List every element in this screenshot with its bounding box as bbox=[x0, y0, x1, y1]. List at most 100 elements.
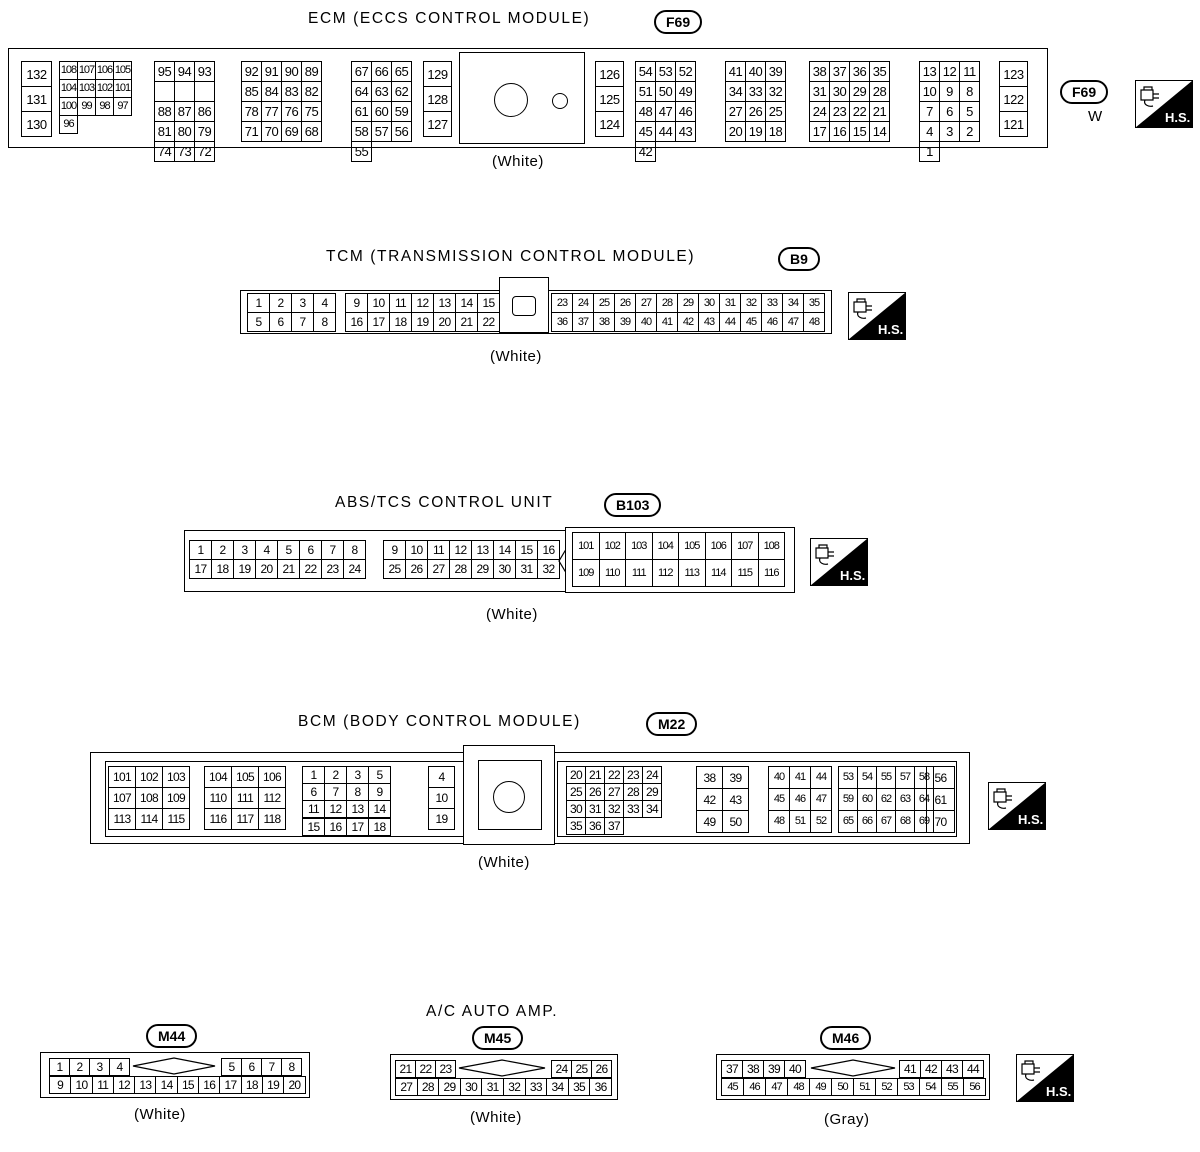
terminal-cavity: 31 bbox=[810, 82, 830, 102]
terminal-cavity: 20 bbox=[284, 1077, 306, 1094]
terminal-cavity: 22 bbox=[478, 313, 500, 332]
terminal-cavity: 41 bbox=[790, 767, 811, 789]
terminal-cavity: 99 bbox=[78, 98, 96, 116]
hs-icon-abs: H.S. bbox=[810, 538, 868, 586]
terminal-cavity: 36 bbox=[590, 1079, 612, 1096]
terminal-cavity: 58 bbox=[915, 767, 934, 789]
terminal-cavity: 37 bbox=[722, 1061, 743, 1078]
m44-key-diamond bbox=[132, 1057, 216, 1075]
bcm-center-lock bbox=[463, 745, 555, 845]
terminal-cavity: 109 bbox=[573, 560, 600, 587]
terminal-cavity: 7 bbox=[920, 102, 940, 122]
terminal-cavity: 82 bbox=[302, 82, 322, 102]
terminal-cavity: 32 bbox=[766, 82, 786, 102]
empty-cavity bbox=[195, 82, 215, 102]
terminal-cavity: 43 bbox=[942, 1061, 963, 1078]
terminal-cavity: 76 bbox=[282, 102, 302, 122]
terminal-cavity: 15 bbox=[478, 294, 500, 313]
terminal-cavity: 3 bbox=[347, 767, 369, 784]
terminal-cavity: 38 bbox=[810, 62, 830, 82]
terminal-cavity: 46 bbox=[790, 789, 811, 811]
terminal-cavity: 16 bbox=[199, 1077, 221, 1094]
terminal-cavity: 25 bbox=[567, 784, 586, 801]
terminal-cavity: 20 bbox=[726, 122, 746, 142]
terminal-cavity: 25 bbox=[766, 102, 786, 122]
terminal-cavity: 40 bbox=[636, 313, 657, 332]
terminal-cavity: 115 bbox=[163, 809, 190, 830]
terminal-cavity: 26 bbox=[586, 784, 605, 801]
ecm-center-hole-large bbox=[494, 83, 528, 117]
terminal-cavity: 21 bbox=[456, 313, 478, 332]
terminal-cavity: 61 bbox=[352, 102, 372, 122]
terminal-cavity: 27 bbox=[726, 102, 746, 122]
harness-side-symbol: H.S. bbox=[988, 782, 1046, 830]
hs-icon-ac: H.S. bbox=[1016, 1054, 1074, 1102]
ecm-connector-code: F69 bbox=[654, 10, 703, 34]
terminal-cavity: 22 bbox=[300, 560, 322, 579]
bcm-title: BCM (BODY CONTROL MODULE) bbox=[298, 713, 581, 730]
terminal-cavity: 4 bbox=[920, 122, 940, 142]
terminal-cavity: 26 bbox=[406, 560, 428, 579]
terminal-cavity: 38 bbox=[697, 767, 723, 789]
terminal-cavity: 19 bbox=[262, 1077, 285, 1094]
terminal-cavity: 73 bbox=[175, 142, 195, 162]
terminal-cavity: 128 bbox=[424, 87, 452, 112]
terminal-cavity: 9 bbox=[384, 541, 406, 560]
terminal-cavity: 4 bbox=[256, 541, 278, 560]
terminal-cavity: 125 bbox=[596, 87, 624, 112]
ecm-side-code: F69 bbox=[1060, 80, 1109, 104]
terminal-cavity: 32 bbox=[605, 801, 624, 818]
terminal-cavity: 105 bbox=[232, 767, 259, 788]
terminal-cavity: 50 bbox=[656, 82, 676, 102]
terminal-cavity: 51 bbox=[636, 82, 656, 102]
terminal-cavity: 36 bbox=[850, 62, 870, 82]
terminal-cavity: 22 bbox=[605, 767, 624, 784]
terminal-cavity: 27 bbox=[396, 1079, 418, 1096]
terminal-cavity: 7 bbox=[262, 1059, 282, 1076]
terminal-cavity: 3 bbox=[234, 541, 256, 560]
terminal-cavity: 11 bbox=[92, 1077, 114, 1094]
terminal-cavity: 53 bbox=[898, 1079, 920, 1096]
hs-icon-tcm: H.S. bbox=[848, 292, 906, 340]
terminal-cavity: 36 bbox=[552, 313, 573, 332]
terminal-cavity: 9 bbox=[940, 82, 960, 102]
terminal-cavity: 49 bbox=[676, 82, 696, 102]
terminal-cavity: 79 bbox=[195, 122, 215, 142]
terminal-cavity: 21 bbox=[870, 102, 890, 122]
terminal-cavity: 31 bbox=[482, 1079, 504, 1096]
terminal-cavity: 33 bbox=[525, 1079, 548, 1096]
harness-side-symbol: H.S. bbox=[848, 292, 906, 340]
terminal-cavity: 104 bbox=[205, 767, 232, 788]
terminal-cavity: 24 bbox=[573, 294, 594, 313]
terminal-cavity: 87 bbox=[175, 102, 195, 122]
terminal-cavity: 52 bbox=[876, 1079, 898, 1096]
terminal-cavity: 27 bbox=[428, 560, 450, 579]
terminal-cavity: 89 bbox=[302, 62, 322, 82]
abs-connector-code: B103 bbox=[604, 493, 662, 517]
terminal-cavity: 35 bbox=[870, 62, 890, 82]
terminal-cavity: 78 bbox=[242, 102, 262, 122]
terminal-cavity: 29 bbox=[439, 1079, 461, 1096]
terminal-cavity: 95 bbox=[155, 62, 175, 82]
terminal-cavity: 103 bbox=[78, 80, 96, 98]
terminal-cavity: 48 bbox=[636, 102, 656, 122]
terminal-cavity: 60 bbox=[372, 102, 392, 122]
terminal-cavity: 28 bbox=[624, 784, 643, 801]
terminal-cavity: 10 bbox=[406, 541, 428, 560]
terminal-cavity: 54 bbox=[636, 62, 656, 82]
terminal-cavity: 40 bbox=[785, 1061, 806, 1078]
terminal-cavity: 66 bbox=[372, 62, 392, 82]
terminal-cavity: 85 bbox=[242, 82, 262, 102]
